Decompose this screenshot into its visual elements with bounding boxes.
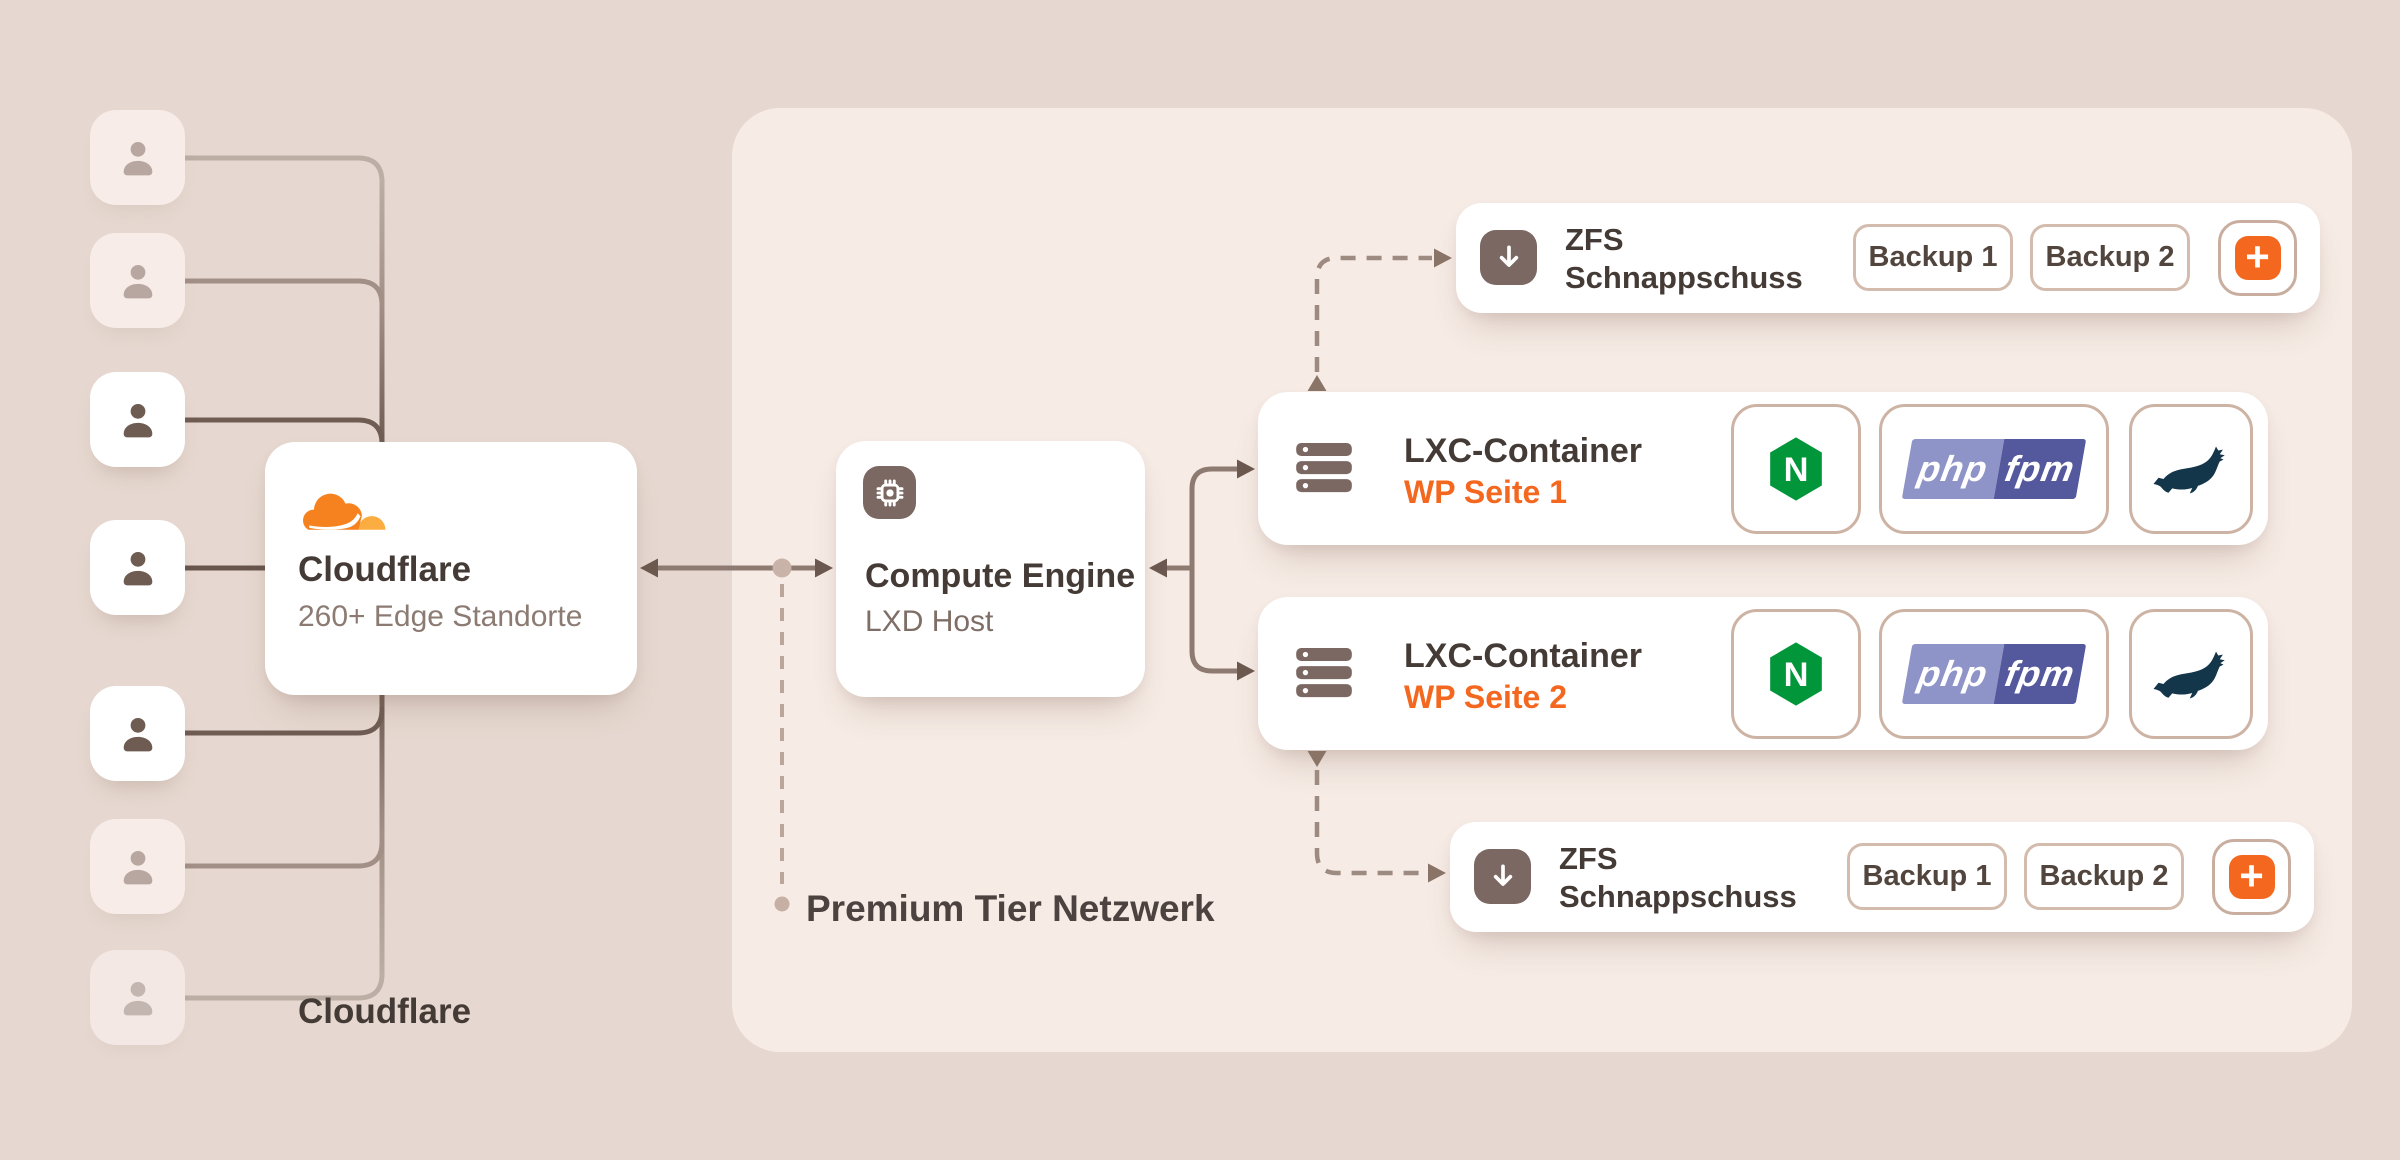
add-backup-button[interactable]: + [2212,839,2291,915]
user-node-6 [90,819,185,914]
backup-2-button[interactable]: Backup 2 [2030,224,2190,291]
zfs-title: ZFS Schnappschuss [1559,840,1797,916]
zfs-title: ZFS Schnappschuss [1565,221,1803,297]
user-node-3 [90,372,185,467]
user-node-1 [90,110,185,205]
php-label: php [1901,644,2005,704]
lxc-container-node-1: LXC-Container WP Seite 1 N php fpm [1258,392,2268,545]
compute-title: Compute Engine [865,557,1136,595]
fpm-label: fpm [1993,644,2087,704]
cloudflare-node: Cloudflare Cloudflare 260+ Edge Standort… [265,442,637,1031]
php-fpm-icon: php fpm [1901,644,2087,704]
backup-1-button[interactable]: Backup 1 [1853,224,2013,291]
zfs-title-line1: ZFS [1565,222,1624,257]
user-person-icon [123,551,152,585]
user-node-2 [90,233,185,328]
nginx-icon: N [1770,437,1822,501]
compute-engine-node: Compute Engine LXD Host [836,441,1145,697]
nginx-icon: N [1770,642,1822,706]
plus-icon: + [2228,851,2275,899]
user-person-icon [123,981,152,1015]
premium-network-label: Premium Tier Netzwerk [806,888,1215,929]
lxc-subtitle: WP Seite 1 [1404,474,1568,510]
svg-text:N: N [1784,451,1809,489]
zfs-title-line1: ZFS [1559,841,1618,876]
mariadb-seal-icon [2153,446,2225,494]
user-node-4 [90,520,185,615]
user-person-icon [123,717,152,751]
mariadb-chip [2129,404,2253,534]
user-person-icon [123,264,152,298]
user-node-7 [90,950,185,1045]
mariadb-chip [2129,609,2253,739]
lxc-title: LXC-Container [1404,432,1642,470]
php-label: php [1901,439,2005,499]
php-fpm-chip: php fpm [1879,404,2109,534]
plus-icon: + [2234,232,2281,280]
cpu-chip-icon [863,466,916,519]
plus-label: + [2239,851,2264,899]
user-person-icon [123,141,152,175]
server-stack-icon [1296,648,1352,698]
fpm-label: fpm [1993,439,2087,499]
compute-subtitle: LXD Host [865,605,994,638]
download-icon [1474,849,1531,904]
cloudflare-subtitle: 260+ Edge Standorte [298,600,583,633]
cloudflare-cloud-icon [303,493,386,530]
nginx-chip: N [1731,609,1861,739]
plus-label: + [2245,232,2270,280]
user-person-icon [123,850,152,884]
server-stack-icon [1296,443,1352,493]
lxc-title: LXC-Container [1404,637,1642,675]
lxc-container-node-2: LXC-Container WP Seite 2 N php fpm [1258,597,2268,750]
php-fpm-chip: php fpm [1879,609,2109,739]
backup-1-button[interactable]: Backup 1 [1847,843,2007,910]
cloudflare-title: Cloudflare [298,550,472,589]
lxc-subtitle: WP Seite 2 [1404,679,1568,715]
user-person-icon [123,403,152,437]
zfs-title-line2: Schnappschuss [1559,879,1797,914]
zfs-snapshot-node-1: ZFS Schnappschuss Backup 1 Backup 2 + [1456,203,2320,313]
nginx-chip: N [1731,404,1861,534]
add-backup-button[interactable]: + [2218,220,2297,296]
zfs-snapshot-node-2: ZFS Schnappschuss Backup 1 Backup 2 + [1450,822,2314,932]
svg-text:N: N [1784,656,1809,694]
zfs-title-line2: Schnappschuss [1565,260,1803,295]
backup-2-button[interactable]: Backup 2 [2024,843,2184,910]
php-fpm-icon: php fpm [1901,439,2087,499]
user-node-5 [90,686,185,781]
cloudflare-title: Cloudflare [298,992,472,1031]
mariadb-seal-icon [2153,651,2225,699]
download-icon [1480,230,1537,285]
